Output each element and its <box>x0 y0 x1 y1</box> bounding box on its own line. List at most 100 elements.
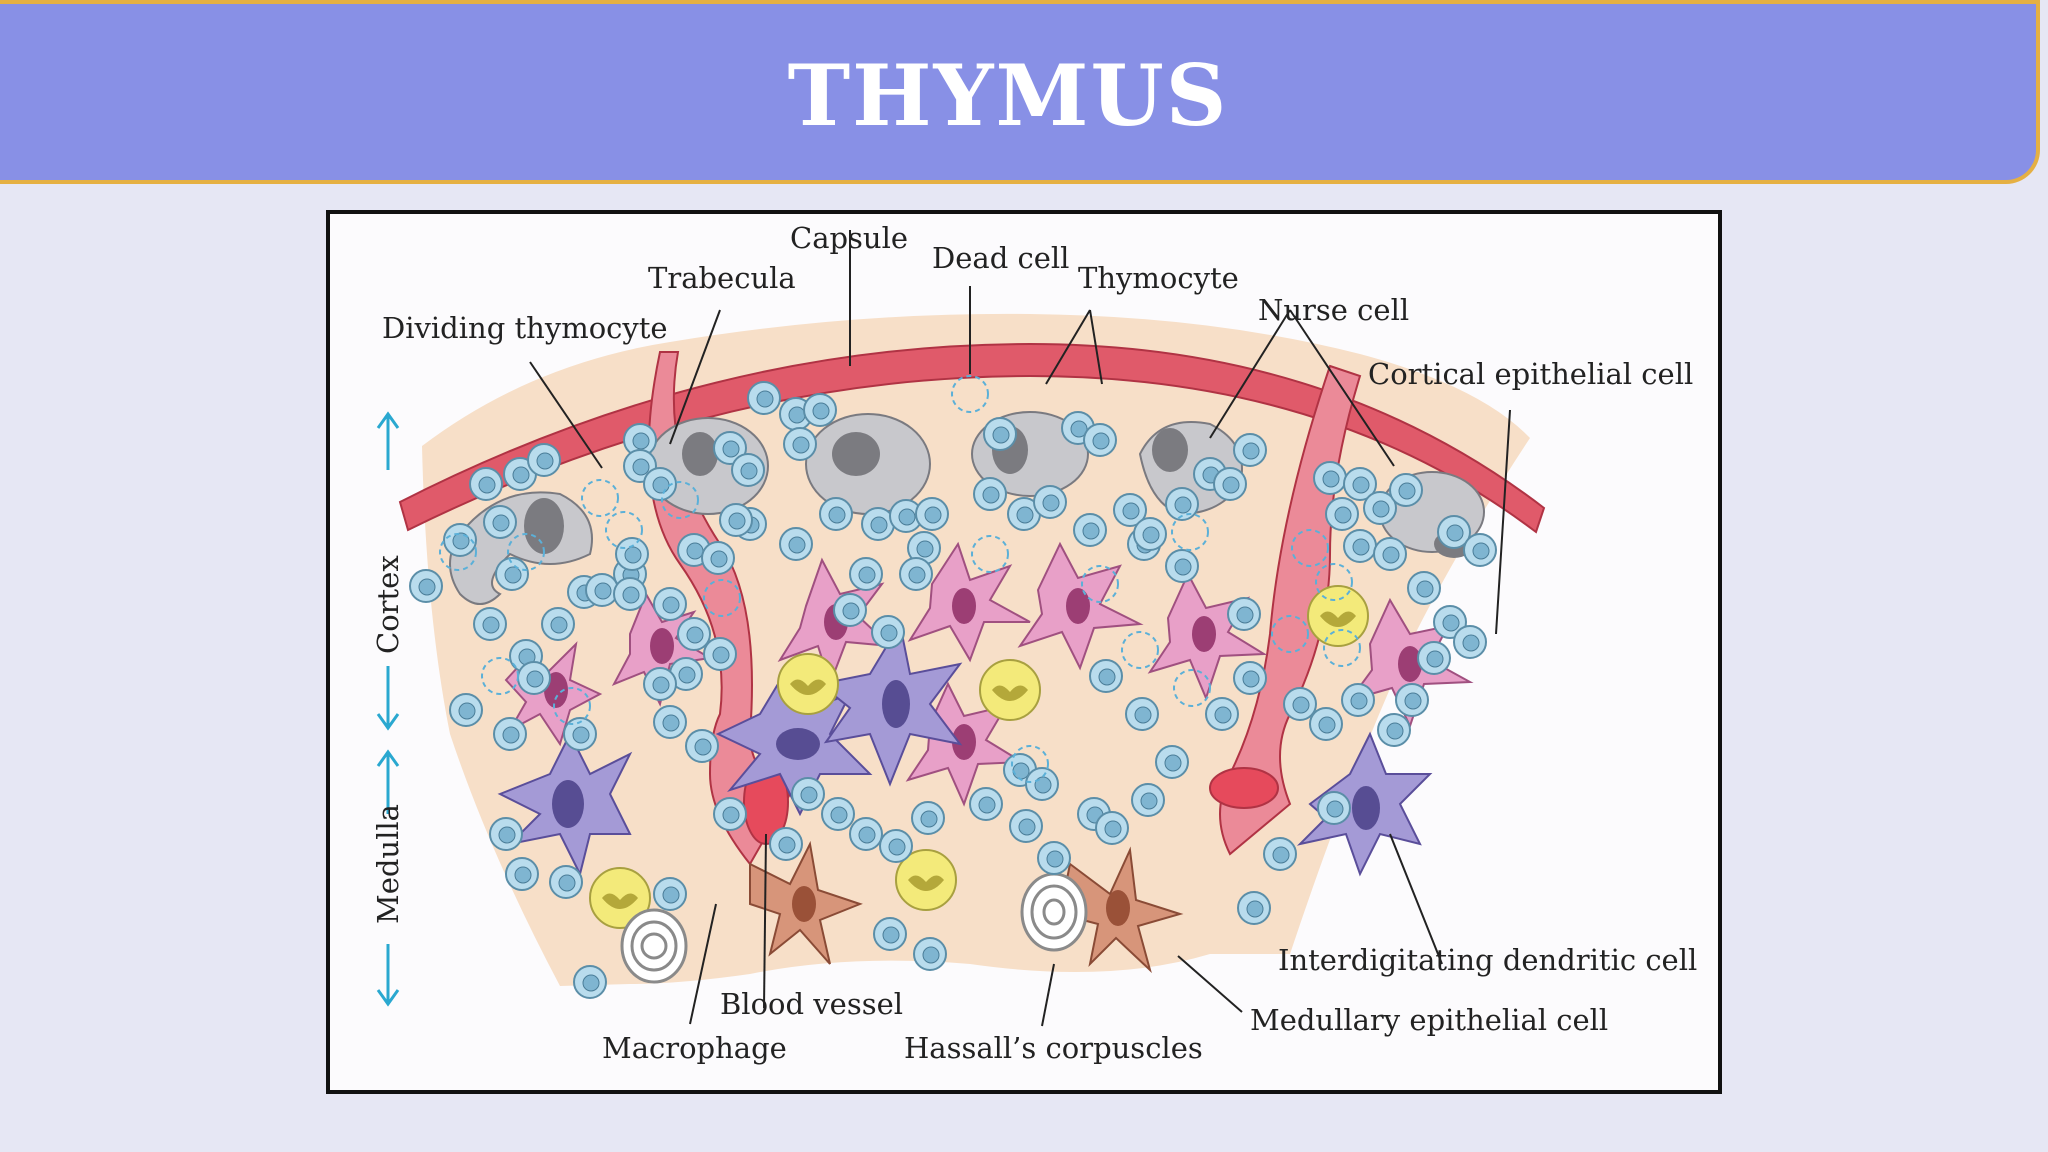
thymocyte-nucleus <box>622 586 640 604</box>
thymocyte-nucleus <box>924 506 942 524</box>
nurse-cells <box>449 411 1485 605</box>
thymocyte-nucleus <box>1446 524 1464 542</box>
thymocyte-nucleus <box>1098 668 1116 686</box>
thymocyte-nucleus <box>1242 670 1260 688</box>
label-nurse-cell: Nurse cell <box>1258 293 1409 327</box>
dead-cell <box>661 481 699 519</box>
macrophage-cell <box>777 653 839 715</box>
thymocyte-nucleus <box>722 806 740 824</box>
thymocyte-nucleus <box>418 578 436 596</box>
thymocyte-nucleus <box>1322 470 1340 488</box>
thymocyte-nucleus <box>858 566 876 584</box>
dead-cell <box>439 533 477 571</box>
macrophages <box>589 585 1369 929</box>
thymocyte-nucleus <box>550 616 568 634</box>
dead-cell <box>581 479 619 517</box>
label-dividing-thymocyte: Dividing thymocyte <box>382 311 668 345</box>
blood-vessel-right <box>1209 767 1279 809</box>
thymocyte-nucleus <box>504 566 522 584</box>
thymocyte-nucleus <box>1174 496 1192 514</box>
dead-cell <box>1121 631 1159 669</box>
thymocyte-nucleus <box>458 702 476 720</box>
dead-cell <box>1291 529 1329 567</box>
slide-title: THYMUS <box>787 46 1229 145</box>
thymocyte-nucleus <box>1018 818 1036 836</box>
thymocyte-nucleus <box>1416 580 1434 598</box>
thymocyte-nucleus <box>1242 442 1260 460</box>
thymocyte-nucleus <box>478 476 496 494</box>
thymocyte-nucleus <box>632 458 650 476</box>
thymocyte-nucleus <box>572 726 590 744</box>
thymocyte-nucleus <box>880 624 898 642</box>
thymocyte-nucleus <box>916 540 934 558</box>
thymocyte-nucleus <box>1142 526 1160 544</box>
thymocyte-nucleus <box>1092 432 1110 450</box>
thymocyte-nucleus <box>594 582 612 600</box>
thymocyte-nucleus <box>1426 650 1444 668</box>
thymocyte-nucleus <box>678 666 696 684</box>
thymocyte-nucleus <box>452 532 470 550</box>
thymocyte-nucleus <box>686 542 704 560</box>
thymocyte-nucleus <box>1326 800 1344 818</box>
thymocyte-nucleus <box>842 602 860 620</box>
thymocyte-nucleus <box>1404 692 1422 710</box>
thymocyte-nucleus <box>1272 846 1290 864</box>
thymocyte-nucleus <box>908 566 926 584</box>
label-thymocyte: Thymocyte <box>1078 261 1239 295</box>
thymocyte-nucleus <box>652 676 670 694</box>
thymocyte-nucleus <box>1104 820 1122 838</box>
thymocyte-nucleus <box>1352 476 1370 494</box>
dead-cell <box>1173 669 1211 707</box>
label-blood-vessel: Blood vessel <box>720 987 903 1021</box>
dead-cell <box>1171 513 1209 551</box>
thymocyte-nucleus <box>728 512 746 530</box>
thymocyte-nucleus <box>694 738 712 756</box>
thymocyte-nucleus <box>1292 696 1310 714</box>
thymocyte-nucleus <box>624 546 642 564</box>
macrophage-cell <box>979 659 1041 721</box>
label-cortex: Cortex <box>371 555 405 654</box>
macrophage-cell <box>1307 585 1369 647</box>
label-medullary-epithelial-cell: Medullary epithelial cell <box>1250 1003 1608 1037</box>
dead-cell <box>1271 615 1309 653</box>
thymocyte-nucleus <box>1042 494 1060 512</box>
thymocyte-nucleus <box>1386 722 1404 740</box>
hassalls-corpuscles <box>620 872 1088 984</box>
thymocytes <box>409 381 1497 999</box>
thymocyte-nucleus <box>1398 482 1416 500</box>
thymus-diagram-frame: Cortex Medulla Capsule Dead cell Trabecu… <box>326 210 1722 1094</box>
thymocyte-nucleus <box>712 646 730 664</box>
thymocyte-nucleus <box>800 786 818 804</box>
label-macrophage: Macrophage <box>602 1031 787 1065</box>
dead-cell <box>971 535 1009 573</box>
thymocyte-nucleus <box>756 390 774 408</box>
thymocyte-nucleus <box>1462 634 1480 652</box>
thymocyte-nucleus <box>502 726 520 744</box>
thymocyte-nucleus <box>858 826 876 844</box>
thymocyte-nucleus <box>1134 706 1152 724</box>
thymocyte-nucleus <box>1164 754 1182 772</box>
thymocyte-nucleus <box>492 514 510 532</box>
thymocyte-nucleus <box>922 946 940 964</box>
medullary-epithelial-nuclei <box>792 886 1130 926</box>
thymocyte-nucleus <box>1442 614 1460 632</box>
macrophage-cell <box>895 849 957 911</box>
nurse-cell-nucleus <box>832 432 880 476</box>
thymocyte-nucleus <box>888 838 906 856</box>
thymocyte-nucleus <box>1222 476 1240 494</box>
thymocyte-nucleus <box>1070 420 1088 438</box>
thymocyte-nucleus <box>582 974 600 992</box>
thymocyte-nucleus <box>662 714 680 732</box>
thymocyte-nucleus <box>1334 506 1352 524</box>
dead-cell <box>1081 565 1119 603</box>
thymocyte-nucleus <box>870 516 888 534</box>
thymocyte-nucleus <box>1372 500 1390 518</box>
thymocyte-nucleus <box>1318 716 1336 734</box>
thymocyte-nucleus <box>792 436 810 454</box>
thymocyte-nucleus <box>482 616 500 634</box>
label-trabecula: Trabecula <box>648 261 796 295</box>
thymocyte-nucleus <box>722 440 740 458</box>
dead-cells <box>439 375 1361 783</box>
thymocyte-nucleus <box>558 874 576 892</box>
cortex-medulla-axis <box>376 411 400 1007</box>
